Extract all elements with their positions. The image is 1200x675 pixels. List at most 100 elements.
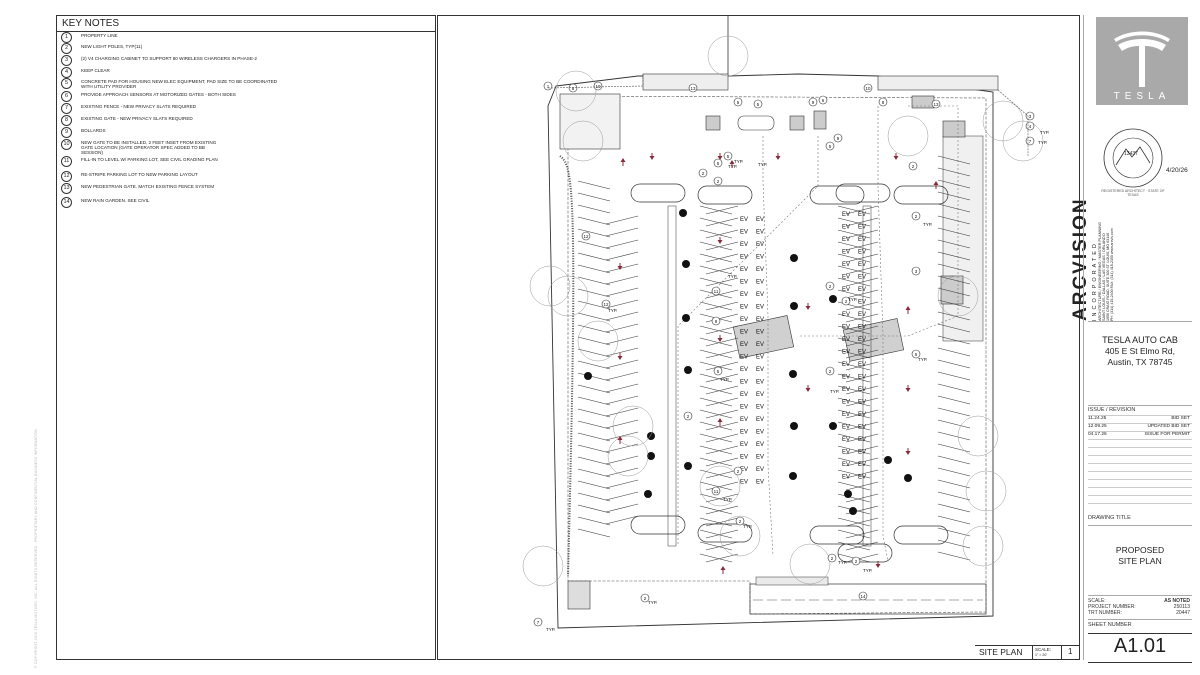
- callout-bubble: [911, 266, 921, 276]
- parking-stripe: [605, 335, 639, 345]
- bollard-dot: [679, 209, 687, 217]
- parking-stripe: [605, 215, 639, 225]
- parking-stripe: [845, 481, 879, 491]
- title-divider: [1088, 619, 1192, 620]
- revision-row-line: [1088, 503, 1192, 504]
- key-note-text: CONCRETE PAD FOR HOUSING NEW ELEC EQUIPM…: [81, 79, 278, 90]
- parking-stripe: [705, 469, 739, 479]
- parking-stripe: [845, 253, 879, 263]
- parking-stripe: [577, 336, 611, 346]
- key-note-number: 14: [61, 197, 72, 208]
- traffic-arrow-icon: [620, 158, 626, 162]
- bollard-dot: [790, 422, 798, 430]
- callout-bubble: [568, 83, 578, 93]
- callout-number: 2: [702, 171, 705, 176]
- trt-number: 20447: [1176, 610, 1190, 616]
- parking-stripe: [705, 397, 739, 407]
- parking-stripe: [837, 445, 871, 455]
- typ-label: TYP.: [728, 164, 737, 169]
- light-pole-radius: [719, 515, 761, 557]
- parking-stripe: [845, 517, 879, 527]
- parking-stripe: [937, 167, 971, 177]
- project-name: TESLA AUTO CAB: [1102, 335, 1178, 345]
- parking-stripe: [705, 265, 739, 275]
- bollard-dot: [644, 490, 652, 498]
- ev-stall-label: EV: [740, 380, 748, 386]
- ev-stall-label: EV: [740, 367, 748, 373]
- parking-stripe: [705, 301, 739, 311]
- callout-bubble: [851, 556, 861, 566]
- parking-stripe: [937, 491, 971, 501]
- parking-stripe: [705, 493, 739, 503]
- parking-stripe: [699, 517, 733, 527]
- architect-seal-icon: [1103, 128, 1163, 188]
- ev-stall-label: EV: [740, 405, 748, 411]
- parking-stripe: [937, 407, 971, 417]
- parking-stripe: [577, 276, 611, 286]
- callout-number: 5: [727, 154, 730, 159]
- parking-stripe: [937, 455, 971, 465]
- callout-number: 14: [860, 594, 866, 599]
- parking-stripe: [577, 504, 611, 514]
- ev-stall-label: EV: [740, 230, 748, 236]
- traffic-arrow-icon: [775, 156, 781, 160]
- parking-stripe: [845, 313, 879, 323]
- traffic-arrow-icon: [805, 306, 811, 310]
- callout-number: 2: [912, 164, 915, 169]
- callout-bubble: [911, 211, 921, 221]
- parking-stripe: [577, 240, 611, 250]
- callout-number: 2: [829, 284, 832, 289]
- ev-stall-label: EV: [858, 362, 866, 368]
- ev-stall-label: EV: [858, 262, 866, 268]
- parking-stripe: [937, 383, 971, 393]
- parking-stripe: [845, 385, 879, 395]
- key-note-number: 1: [61, 32, 72, 43]
- architect-logo-text: ARCVISION INCORPORATED ARCHITECTURE / EN…: [1070, 181, 1114, 321]
- key-note-number: 11: [61, 156, 72, 167]
- callout-bubble: [863, 83, 873, 93]
- traffic-arrow-icon: [717, 240, 723, 244]
- parking-stripe: [845, 529, 879, 539]
- parking-stripe: [699, 217, 733, 227]
- parking-stripe: [837, 277, 871, 287]
- parking-stripe: [699, 541, 733, 551]
- bollard-dot: [849, 507, 857, 515]
- parking-stripe: [605, 287, 639, 297]
- callout-number: 6: [822, 98, 825, 103]
- callout-bubble: [533, 617, 543, 627]
- sheet-number: A1.01: [1113, 635, 1167, 657]
- ev-stall-label: EV: [740, 255, 748, 261]
- callout-number: 11: [714, 289, 719, 294]
- parking-stripe: [845, 541, 879, 551]
- tesla-t-icon: [1114, 31, 1170, 87]
- ev-stall-label: EV: [842, 250, 850, 256]
- parking-stripe: [705, 289, 739, 299]
- parking-stripe: [577, 432, 611, 442]
- landscape-island: [835, 183, 891, 203]
- ev-stall-label: EV: [756, 217, 764, 223]
- parking-stripe: [699, 445, 733, 455]
- footer-divider-top: [975, 645, 1080, 646]
- light-pole-radius: [607, 435, 649, 477]
- parking-stripe: [837, 541, 871, 551]
- ev-stall-label: EV: [740, 317, 748, 323]
- parking-stripe: [699, 529, 733, 539]
- parking-stripe: [705, 217, 739, 227]
- parking-stripe: [577, 396, 611, 406]
- parking-stripe: [699, 553, 733, 563]
- trt-number-label: TRT NUMBER:: [1088, 610, 1122, 616]
- ev-stall-label: EV: [842, 425, 850, 431]
- ev-stall-label: EV: [756, 355, 764, 361]
- key-note-text: FILL-IN TO LEVEL W/ PARKING LOT, SEE CIV…: [81, 157, 218, 162]
- traffic-arrow-icon: [717, 338, 723, 342]
- parking-stripe: [699, 301, 733, 311]
- light-pole-radius: [1002, 120, 1044, 162]
- parking-stripe: [699, 349, 733, 359]
- parking-stripe: [605, 383, 639, 393]
- copyright-notice: © COPYRIGHT 2016 TESLA MOTORS, INC. ALL …: [34, 428, 38, 668]
- ev-stall-label: EV: [842, 387, 850, 393]
- callout-number: 10: [595, 84, 601, 89]
- traffic-arrow-icon: [905, 451, 911, 455]
- footer-scale-value: 1" = 20': [1035, 653, 1048, 657]
